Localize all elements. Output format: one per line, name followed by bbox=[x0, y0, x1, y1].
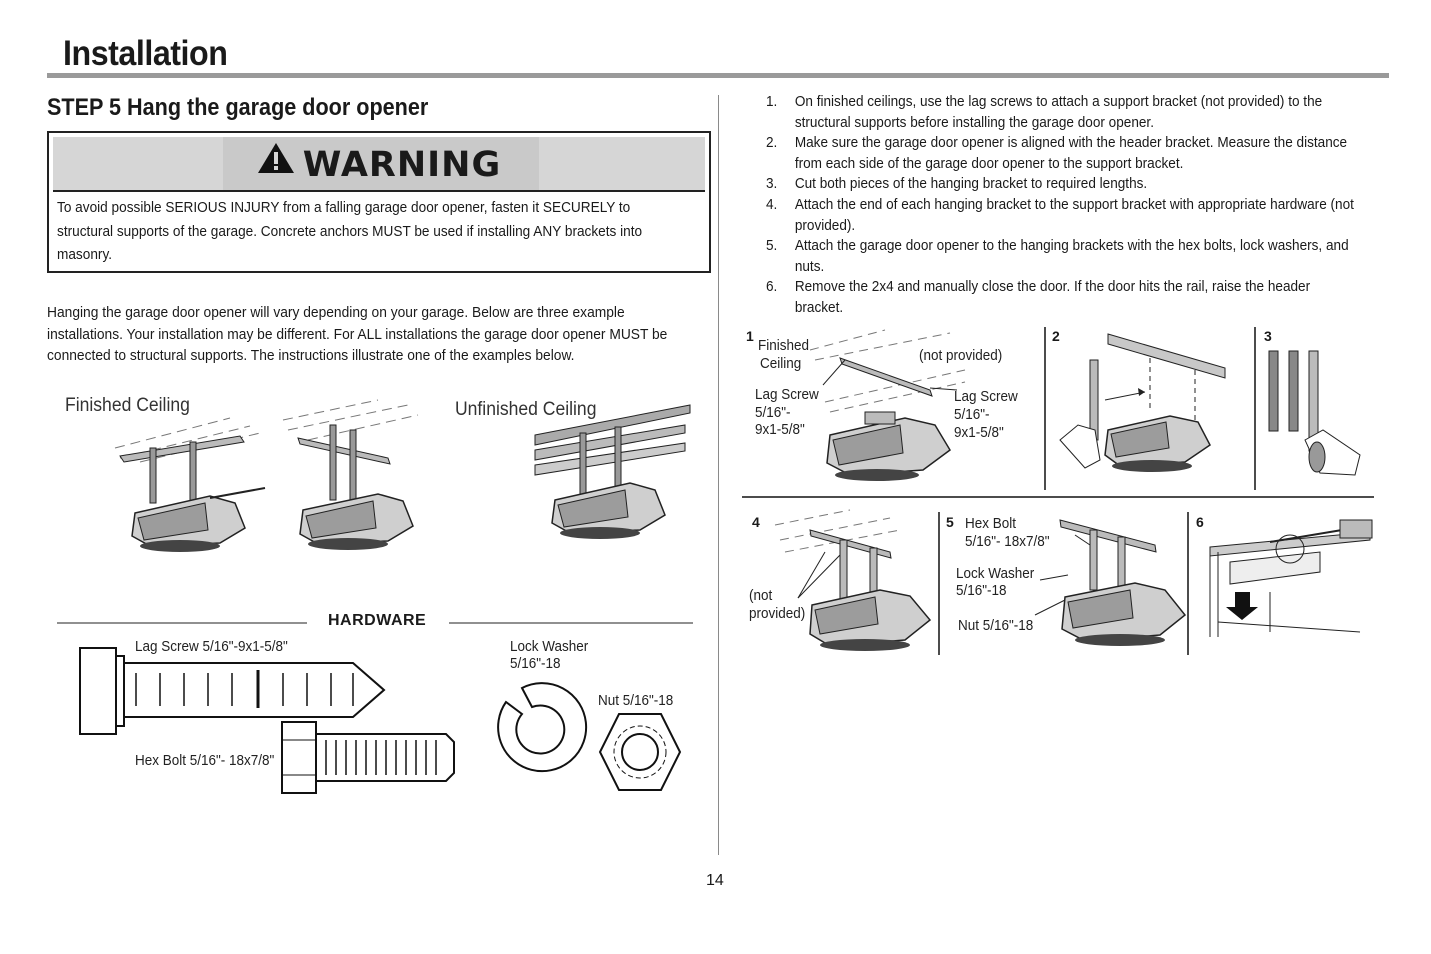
lock-washer-label-1: Lock Washer bbox=[510, 639, 589, 655]
warning-heading: WARNING bbox=[302, 145, 502, 185]
fig5-nut-label: Nut 5/16"-18 bbox=[958, 618, 1034, 634]
column-divider bbox=[718, 95, 719, 855]
fig1-lag-left-a: Lag Screw bbox=[755, 387, 819, 403]
warning-text: To avoid possible SERIOUS INJURY from a … bbox=[57, 200, 643, 263]
unfinished-ceiling-illustration bbox=[534, 404, 691, 539]
fig1-lag-right-a: Lag Screw bbox=[954, 389, 1018, 405]
fig4-provided-label: provided) bbox=[749, 606, 806, 622]
figure-6-number: 6 bbox=[1196, 514, 1204, 530]
lock-washer-label-2: 5/16"-18 bbox=[510, 656, 561, 672]
warning-header: WARNING bbox=[53, 137, 705, 192]
page-number: 14 bbox=[706, 872, 724, 889]
figure-1-illustration bbox=[809, 329, 966, 481]
figure-6-illustration bbox=[1209, 519, 1373, 637]
fig5-washer-label-b: 5/16"-18 bbox=[956, 583, 1007, 599]
figure-4-number: 4 bbox=[752, 514, 760, 530]
fig1-finished-label: Finished bbox=[758, 338, 809, 354]
figure-5-number: 5 bbox=[946, 514, 954, 530]
figure-grid bbox=[742, 327, 1374, 655]
fig1-lag-right-b: 5/16"- bbox=[954, 407, 990, 423]
fig1-lag-right-c: 9x1-5/8" bbox=[954, 425, 1004, 441]
nut-icon bbox=[598, 713, 682, 791]
finished-ceiling-label: Finished Ceiling bbox=[65, 394, 190, 416]
warning-triangle-icon bbox=[257, 142, 295, 183]
figure-3-number: 3 bbox=[1264, 328, 1272, 344]
nut-label: Nut 5/16"-18 bbox=[598, 693, 674, 709]
fig5-hex-label-b: 5/16"- 18x7/8" bbox=[965, 534, 1050, 550]
figure-4-illustration bbox=[774, 509, 932, 651]
fig1-lag-left-c: 9x1-5/8" bbox=[755, 422, 805, 438]
intro-paragraph: Hanging the garage door opener will vary… bbox=[47, 304, 668, 364]
finished-ceiling-illustration-2 bbox=[282, 399, 419, 550]
fig5-washer-label-a: Lock Washer bbox=[956, 566, 1035, 582]
list-item: 2.Make sure the garage door opener is al… bbox=[766, 135, 1348, 172]
page-title: Installation bbox=[63, 34, 228, 73]
fig1-lag-left-b: 5/16"- bbox=[755, 405, 791, 421]
fig5-hex-label-a: Hex Bolt bbox=[965, 516, 1016, 532]
figure-3-illustration bbox=[1268, 350, 1361, 476]
fig4-not-label: (not bbox=[749, 588, 773, 604]
lag-screw-icon bbox=[79, 647, 386, 735]
list-item: 3.Cut both pieces of the hanging bracket… bbox=[766, 176, 1148, 193]
lock-washer-icon bbox=[497, 682, 588, 773]
title-rule bbox=[47, 73, 1389, 78]
figure-2-number: 2 bbox=[1052, 328, 1060, 344]
figure-1-number: 1 bbox=[746, 328, 754, 344]
list-item: 1.On finished ceilings, use the lag scre… bbox=[766, 94, 1323, 131]
hardware-rules bbox=[57, 622, 693, 624]
hex-bolt-label: Hex Bolt 5/16"- 18x7/8" bbox=[135, 753, 275, 769]
list-item: 5.Attach the garage door opener to the h… bbox=[766, 238, 1349, 275]
step-title: STEP 5 Hang the garage door opener bbox=[47, 94, 429, 121]
list-item: 6.Remove the 2x4 and manually close the … bbox=[766, 279, 1311, 316]
unfinished-ceiling-label: Unfinished Ceiling bbox=[455, 398, 597, 420]
figure-2-illustration bbox=[1059, 333, 1226, 472]
figure-5-illustration bbox=[1034, 519, 1187, 646]
fig1-not-provided-label: (not provided) bbox=[919, 348, 1003, 364]
hardware-heading: HARDWARE bbox=[328, 612, 427, 629]
hex-bolt-icon bbox=[281, 721, 455, 794]
instructions-list: 1.On finished ceilings, use the lag scre… bbox=[766, 92, 1406, 319]
fig1-ceiling-label: Ceiling bbox=[760, 356, 802, 372]
lag-screw-label: Lag Screw 5/16"-9x1-5/8" bbox=[135, 639, 288, 655]
list-item: 4.Attach the end of each hanging bracket… bbox=[766, 196, 1354, 234]
warning-box: WARNING To avoid possible SERIOUS INJURY… bbox=[47, 131, 711, 273]
finished-ceiling-illustration-1 bbox=[114, 417, 266, 552]
